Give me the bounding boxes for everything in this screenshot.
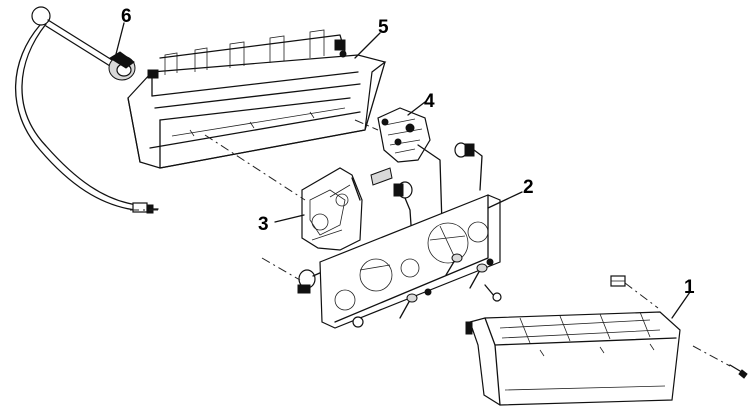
gauge-dial-panel — [319, 194, 501, 329]
bezel-screw — [729, 364, 748, 379]
bulb-socket-left — [297, 269, 323, 294]
callout-2: 2 — [523, 177, 534, 198]
cluster-bezel — [465, 311, 681, 406]
leader-lines — [114, 22, 691, 319]
printed-circuit-board — [301, 167, 363, 251]
alignment-lines — [130, 119, 731, 367]
bulb-socket-center — [393, 181, 413, 241]
panel-screw — [352, 284, 502, 328]
callout-1: 1 — [684, 277, 695, 298]
callout-4: 4 — [424, 91, 435, 112]
cable-nut — [108, 51, 136, 81]
cable-end-fitting — [132, 202, 159, 214]
bulb-socket-right — [454, 142, 483, 191]
bezel-clip — [610, 275, 626, 287]
callout-6: 6 — [121, 6, 132, 27]
switch-assembly — [377, 107, 443, 226]
callout-5: 5 — [378, 17, 389, 38]
callout-3: 3 — [258, 214, 269, 235]
clip-small — [370, 167, 393, 186]
callout-labels: 6 5 4 2 3 1 — [121, 6, 695, 298]
cluster-housing — [127, 29, 387, 169]
